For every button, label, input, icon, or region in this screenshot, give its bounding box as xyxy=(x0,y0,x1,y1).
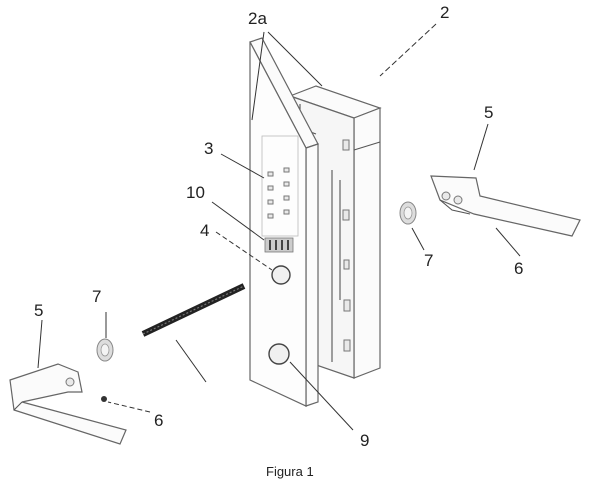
right-handle xyxy=(430,175,581,237)
leader-lines xyxy=(37,23,521,431)
label-5-left: 5 xyxy=(34,301,43,320)
label-9: 9 xyxy=(360,431,369,450)
label-4: 4 xyxy=(200,221,209,240)
spindle-hole xyxy=(271,265,291,285)
label-5-right: 5 xyxy=(484,103,493,122)
reader-strip xyxy=(264,237,294,253)
keypad xyxy=(261,135,299,237)
label-7-left: 7 xyxy=(92,287,101,306)
label-6-right: 6 xyxy=(514,259,523,278)
right-rosette xyxy=(399,201,417,225)
figure-caption: Figura 1 xyxy=(266,464,314,479)
label-10: 10 xyxy=(186,183,205,202)
label-2a: 2a xyxy=(248,9,267,28)
left-screw xyxy=(101,396,107,402)
cylinder-hole xyxy=(268,343,290,365)
label-7-right: 7 xyxy=(424,251,433,270)
left-rosette xyxy=(96,338,114,362)
spindle-bar xyxy=(141,283,246,337)
front-plate xyxy=(249,37,319,407)
label-3: 3 xyxy=(204,139,213,158)
label-2: 2 xyxy=(440,3,449,22)
label-6-left: 6 xyxy=(154,411,163,430)
left-handle xyxy=(9,363,127,445)
reference-numerals: 2a 2 3 10 4 5 7 6 5 7 6 9 xyxy=(34,3,523,450)
